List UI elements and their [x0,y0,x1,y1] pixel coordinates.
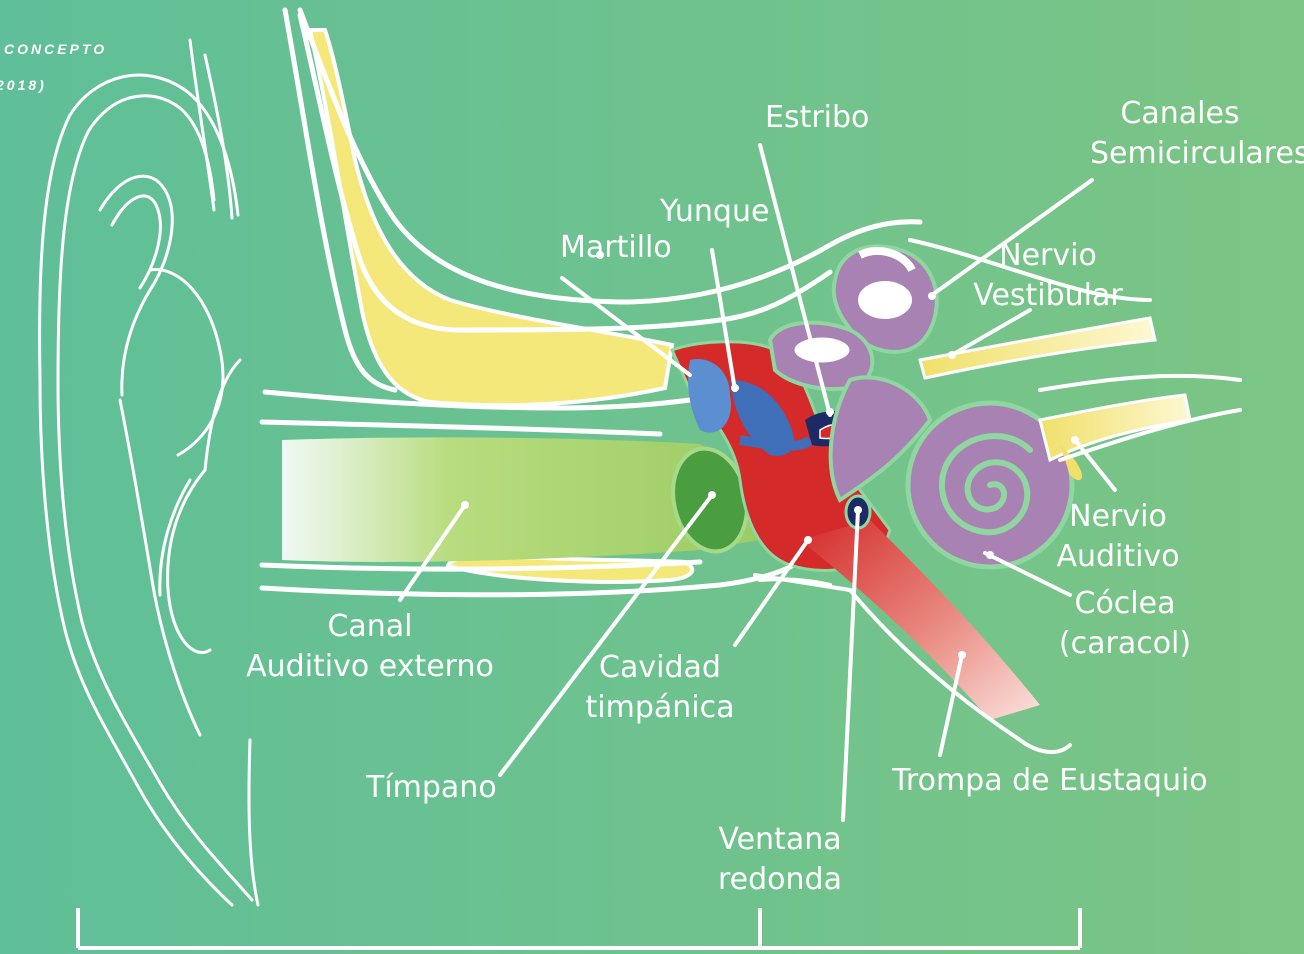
credit-line-1: CONCEPTO [0,40,107,58]
label-nervio-auditivo: Nervio Auditivo [1048,497,1188,577]
label-cavidad-line2: timpánica [570,688,750,728]
label-trompa-eustaquio: Trompa de Eustaquio [892,761,1208,801]
label-canal-line1: Canal [235,607,505,647]
source-credit: CONCEPTO 2018) [0,40,107,94]
label-nervio-auditivo-line2: Auditivo [1048,537,1188,577]
label-canales-semicirculares: Canales Semicirculares [1090,94,1270,174]
label-nervio-vestibular-line1: Nervio [968,236,1128,276]
label-ventana-line1: Ventana [705,820,855,860]
label-yunque: Yunque [660,192,769,232]
label-canales-line2: Semicirculares [1090,134,1270,174]
label-estribo: Estribo [765,98,869,138]
label-nervio-vestibular-line2: Vestibular [968,276,1128,316]
label-coclea-line1: Cóclea [1050,584,1200,624]
label-canal-line2: Auditivo externo [235,647,505,687]
label-ventana-redonda: Ventana redonda [705,820,855,900]
label-nervio-auditivo-line1: Nervio [1048,497,1188,537]
label-coclea: Cóclea (caracol) [1050,584,1200,664]
label-cavidad-timpanica: Cavidad timpánica [570,648,750,728]
label-cavidad-line1: Cavidad [570,648,750,688]
label-coclea-line2: (caracol) [1050,624,1200,664]
label-ventana-line2: redonda [705,860,855,900]
label-canal-auditivo-externo: Canal Auditivo externo [235,607,505,687]
credit-line-2: 2018) [0,76,107,94]
label-timpano: Tímpano [366,768,497,808]
label-nervio-vestibular: Nervio Vestibular [968,236,1128,316]
label-canales-line1: Canales [1090,94,1270,134]
label-martillo: Martillo [560,228,672,268]
